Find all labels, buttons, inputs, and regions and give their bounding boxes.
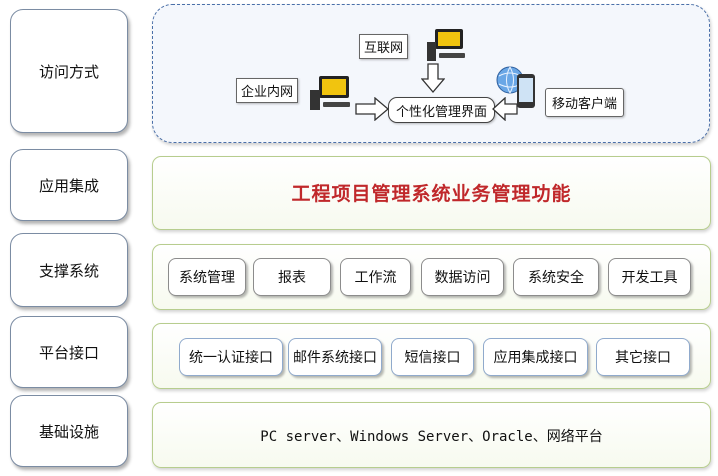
portal-box: 个性化管理界面 (388, 97, 495, 123)
support-item-system-management: 系统管理 (168, 258, 246, 296)
arrow-down-icon (421, 63, 445, 93)
interface-item-auth: 统一认证接口 (179, 338, 283, 376)
infrastructure-panel: PC server、Windows Server、Oracle、网络平台 (152, 402, 711, 468)
interface-item-app-integration: 应用集成接口 (483, 338, 588, 376)
intranet-label: 企业内网 (236, 78, 299, 103)
integration-title: 工程项目管理系统业务管理功能 (291, 183, 572, 205)
interface-item-label: 邮件系统接口 (293, 350, 377, 366)
support-item-label: 系统管理 (179, 270, 235, 286)
layer-integration: 应用集成 (10, 149, 128, 221)
support-item-report: 报表 (253, 258, 331, 296)
interface-item-label: 短信接口 (404, 350, 461, 366)
interface-item-label: 统一认证接口 (189, 350, 273, 366)
infrastructure-text: PC server、Windows Server、Oracle、网络平台 (260, 429, 603, 445)
portal-label: 个性化管理界面 (395, 104, 487, 120)
mobile-label: 移动客户端 (545, 88, 625, 117)
support-item-label: 数据访问 (434, 270, 491, 286)
arrow-left-icon (492, 97, 518, 121)
support-item-label: 工作流 (354, 270, 397, 286)
support-item-label: 报表 (278, 270, 306, 286)
interface-item-label: 其它接口 (615, 350, 671, 366)
interface-item-label: 应用集成接口 (493, 350, 578, 366)
interface-item-sms: 短信接口 (391, 338, 474, 376)
layer-label: 支撑系统 (38, 261, 99, 280)
layer-label: 访问方式 (38, 62, 99, 81)
support-item-label: 系统安全 (528, 270, 584, 286)
layer-support: 支撑系统 (10, 233, 128, 307)
computer-icon (310, 76, 350, 110)
support-item-security: 系统安全 (513, 258, 599, 296)
integration-panel: 工程项目管理系统业务管理功能 (152, 156, 711, 230)
interface-item-other: 其它接口 (596, 338, 690, 376)
interface-item-mail: 邮件系统接口 (288, 338, 382, 376)
arrow-right-icon (355, 97, 389, 121)
support-item-label: 开发工具 (621, 270, 678, 286)
support-item-workflow: 工作流 (340, 258, 411, 296)
layer-interface: 平台接口 (10, 316, 128, 388)
support-item-data-access: 数据访问 (421, 258, 504, 296)
computer-icon (427, 29, 465, 61)
layer-infrastructure: 基础设施 (10, 395, 128, 467)
layer-label: 平台接口 (38, 343, 99, 362)
layer-label: 基础设施 (38, 422, 99, 441)
internet-label: 互联网 (359, 34, 409, 59)
layer-label: 应用集成 (38, 176, 99, 195)
layer-access: 访问方式 (10, 9, 128, 133)
support-item-dev-tools: 开发工具 (608, 258, 691, 296)
mobile-phone-icon (496, 66, 535, 108)
